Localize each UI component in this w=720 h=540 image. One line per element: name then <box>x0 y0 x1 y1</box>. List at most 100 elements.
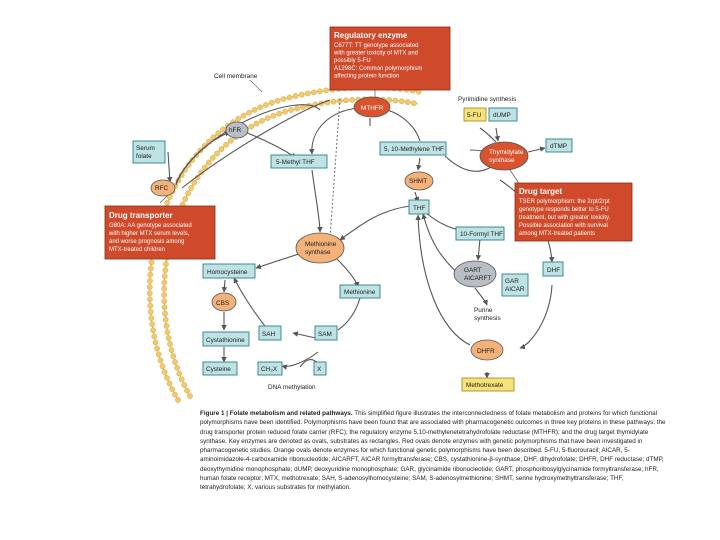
membrane-lipid-head <box>288 107 294 113</box>
membrane-lipid-head <box>161 298 168 304</box>
membrane-lipid-head <box>253 120 260 127</box>
membrane-lipid-head <box>246 109 252 116</box>
svg-text:dTMP: dTMP <box>550 143 567 150</box>
membrane-lipid-head <box>159 363 166 370</box>
membrane-lipid-head <box>157 357 164 364</box>
membrane-lipid-head <box>162 316 169 323</box>
svg-text:Methionine: Methionine <box>344 289 376 296</box>
membrane-lipid-head <box>240 112 247 119</box>
membrane-lipid-head <box>191 179 198 186</box>
membrane-lipid-head <box>161 304 168 311</box>
membrane-lipid-head <box>215 130 221 137</box>
membrane-lipid-head <box>298 91 305 98</box>
regulatory-enzyme-callout: Regulatory enzyme C677T: TT genotype ass… <box>329 26 451 91</box>
membrane-lipid-head <box>178 376 185 383</box>
membrane-lipid-head <box>263 102 269 108</box>
membrane-lipid-head <box>411 100 417 106</box>
rfc-oval: RFC <box>150 179 176 197</box>
membrane-lipid-head <box>172 359 178 365</box>
membrane-lipid-head <box>148 259 155 266</box>
membrane-lipid-head <box>349 97 355 103</box>
membrane-lipid-head <box>286 94 293 101</box>
svg-text:X: X <box>317 366 322 373</box>
membrane-lipid-head <box>146 284 153 290</box>
membrane-lipid-head <box>151 333 158 340</box>
svg-text:DHFR: DHFR <box>477 348 495 355</box>
svg-text:CH₃X: CH₃X <box>261 366 278 373</box>
dna-methylation-label: DNA methylation <box>268 384 316 391</box>
membrane-lipid-head <box>170 353 176 359</box>
ch3x-node: CH₃X <box>257 361 283 376</box>
membrane-lipid-head <box>164 199 171 206</box>
membrane-lipid-head <box>330 98 337 105</box>
drug-transporter-title: Drug transporter <box>109 211 173 220</box>
membrane-lipid-head <box>163 323 170 329</box>
membrane-lipid-head <box>185 190 191 197</box>
svg-text:SAH: SAH <box>262 331 276 338</box>
membrane-lipid-head <box>404 99 411 105</box>
mthfr-oval: MTHFR <box>353 96 391 118</box>
methyl-thf-node: 5-Methyl THF <box>270 154 328 169</box>
membrane-lipid-head <box>172 391 178 398</box>
pyrimidine-synthesis-label: Pyrimidine synthesis <box>458 96 516 103</box>
membrane-lipid-head <box>168 347 175 353</box>
membrane-lipid-head <box>274 97 281 104</box>
drug-transporter-callout: Drug transporter G80A: AA genotype assoc… <box>104 205 216 260</box>
cysteine-node: Cysteine <box>202 361 238 376</box>
membrane-lipid-head <box>155 351 162 358</box>
membrane-lipid-head <box>294 105 300 112</box>
membrane-lipid-head <box>181 382 188 388</box>
membrane-lipid-head <box>148 315 155 321</box>
svg-text:5, 10-Methylene THF: 5, 10-Methylene THF <box>384 146 444 153</box>
membrane-lipid-head <box>184 387 190 394</box>
membrane-lipid-head <box>162 267 169 274</box>
membrane-lipid-head <box>147 271 154 278</box>
membrane-lipid-head <box>205 159 212 166</box>
membrane-lipid-head <box>220 126 226 133</box>
shmt-oval: SHMT <box>404 171 434 191</box>
svg-text:THF: THF <box>413 205 426 212</box>
cell-membrane-pointer <box>249 79 263 93</box>
methotrexate-node: Methotrexate <box>461 377 515 392</box>
membrane-lipid-head <box>304 90 311 97</box>
membrane-lipid-head <box>154 345 160 352</box>
membrane-lipid-head <box>218 146 225 152</box>
membrane-lipid-head <box>147 309 154 315</box>
svg-text:RFC: RFC <box>155 185 169 192</box>
membrane-lipid-head <box>162 310 168 317</box>
membrane-lipid-head <box>270 113 277 119</box>
membrane-lipid-head <box>280 96 287 102</box>
membrane-lipid-head <box>227 138 234 144</box>
membrane-lipid-head <box>147 296 153 303</box>
membrane-lipid-head <box>147 278 153 284</box>
svg-text:hFR: hFR <box>229 127 241 134</box>
membrane-lipid-head <box>264 115 271 122</box>
membrane-lipid-head <box>164 375 170 381</box>
membrane-lipid-head <box>187 393 193 399</box>
membrane-lipid-head <box>161 279 168 286</box>
formyl-thf-node: 10-Formyl THF <box>455 226 505 241</box>
svg-text:5-FU: 5-FU <box>467 112 482 119</box>
sah-node: SAH <box>258 325 282 341</box>
membrane-lipid-head <box>210 155 216 161</box>
methionine-node: Methionine <box>339 284 381 299</box>
svg-text:SHMT: SHMT <box>409 178 427 185</box>
figure-caption: Figure 1 | Folate metabolism and related… <box>200 409 670 492</box>
dtmp-node: dTMP <box>545 138 573 153</box>
membrane-lipid-head <box>223 142 229 148</box>
membrane-lipid-head <box>292 93 299 99</box>
membrane-lipid-head <box>163 261 169 267</box>
membrane-lipid-head <box>161 292 167 298</box>
svg-text:CBS: CBS <box>216 300 229 307</box>
membrane-lipid-head <box>182 196 189 202</box>
membrane-lipid-head <box>311 89 317 96</box>
